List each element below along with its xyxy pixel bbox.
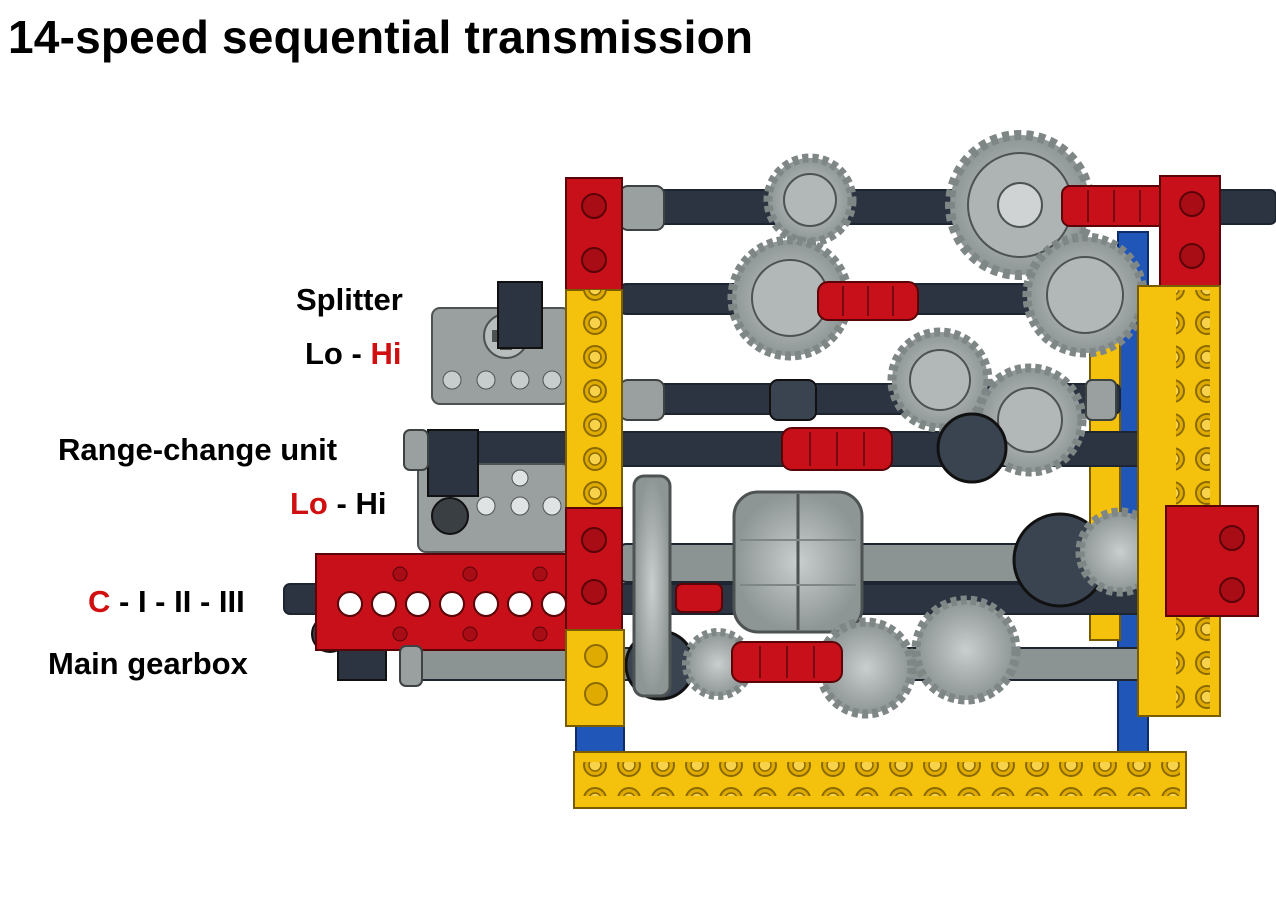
splitter-name: Splitter xyxy=(296,282,403,317)
range-label: Range-change unit xyxy=(58,432,337,468)
sleeve-ridges xyxy=(759,190,1141,678)
dark-coupler xyxy=(769,379,817,421)
range-modes: Lo - Hi xyxy=(290,486,386,522)
gear-main-left xyxy=(632,474,672,698)
gear-top-small xyxy=(763,153,857,247)
main-gears: - I - II - III xyxy=(110,584,245,619)
gear-main-double xyxy=(732,490,864,634)
splitter-sep: - xyxy=(342,336,371,371)
main-c-active: C xyxy=(88,584,111,619)
red-beam-main xyxy=(315,553,593,651)
gear-splitter-right xyxy=(1022,232,1148,358)
page-title: 14-speed sequential transmission xyxy=(8,11,754,63)
right-vertical-beams xyxy=(1137,175,1259,717)
splitter-label: Splitter xyxy=(296,282,403,318)
range-hi: Hi xyxy=(355,486,387,521)
splitter-lo: Lo xyxy=(305,336,343,371)
gear-top-large xyxy=(945,130,1095,280)
splitter-modes: Lo - Hi xyxy=(305,336,401,372)
yellow-beam-bottom xyxy=(573,751,1187,809)
left-vertical-beams xyxy=(565,177,625,727)
main-name: Main gearbox xyxy=(48,646,248,681)
range-name: Range-change unit xyxy=(58,432,338,467)
splitter-hi-active: Hi xyxy=(370,336,402,371)
main-label: Main gearbox xyxy=(48,646,248,682)
range-lo-active: Lo xyxy=(290,486,328,521)
main-modes: C - I - II - III xyxy=(88,584,245,620)
range-sep: - xyxy=(327,486,356,521)
gears xyxy=(624,130,1165,719)
gear-mid-1 xyxy=(887,327,993,433)
